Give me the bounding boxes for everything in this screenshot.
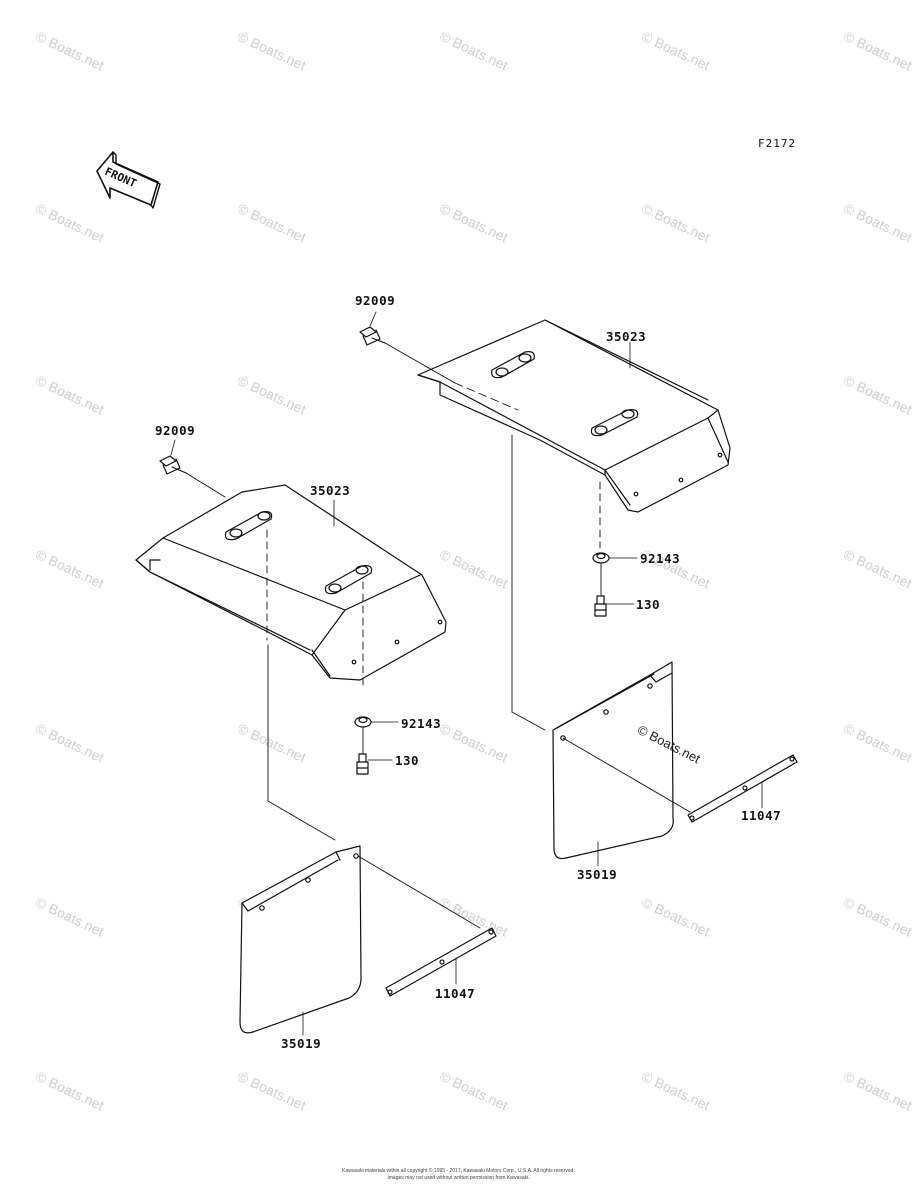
copyright-line-1: Kawasaki materials within all copyright …: [342, 1168, 575, 1174]
callout-35019-lower[interactable]: 35019: [281, 1036, 322, 1051]
callout-92009-upper[interactable]: 92009: [355, 293, 396, 308]
callout-35023-lower[interactable]: 35023: [310, 483, 351, 498]
collar-upper-icon: [592, 552, 610, 564]
callout-11047-lower[interactable]: 11047: [435, 986, 476, 1001]
callout-92009-lower[interactable]: 92009: [155, 423, 196, 438]
fender-upper: [417, 319, 731, 513]
mudflap-lower: [239, 845, 362, 1034]
callout-11047-upper[interactable]: 11047: [741, 808, 782, 823]
bracket-lower: [385, 927, 497, 997]
collar-lower-icon: [354, 716, 372, 728]
copyright-line-2: Images may not used without written perm…: [387, 1175, 530, 1181]
bolt-upper-icon: [359, 326, 386, 346]
fender-lower: [135, 484, 447, 681]
callout-92143-lower[interactable]: 92143: [401, 716, 442, 731]
callout-130-lower[interactable]: 130: [395, 753, 420, 768]
drawing-code: F2172: [758, 137, 797, 150]
callout-92143-upper[interactable]: 92143: [640, 551, 681, 566]
bracket-upper: [687, 754, 798, 823]
copyright-footer: Kawasaki materials within all copyright …: [0, 1168, 917, 1182]
callout-130-upper[interactable]: 130: [636, 597, 661, 612]
mudflap-upper: [552, 661, 674, 860]
bolt-small-lower-icon: [356, 753, 369, 775]
bolt-lower-icon: [159, 455, 187, 475]
bolt-small-upper-icon: [594, 595, 607, 617]
front-arrow-icon: FRONT: [96, 151, 161, 209]
callout-35023-upper[interactable]: 35023: [606, 329, 647, 344]
callout-35019-upper[interactable]: 35019: [577, 867, 618, 882]
